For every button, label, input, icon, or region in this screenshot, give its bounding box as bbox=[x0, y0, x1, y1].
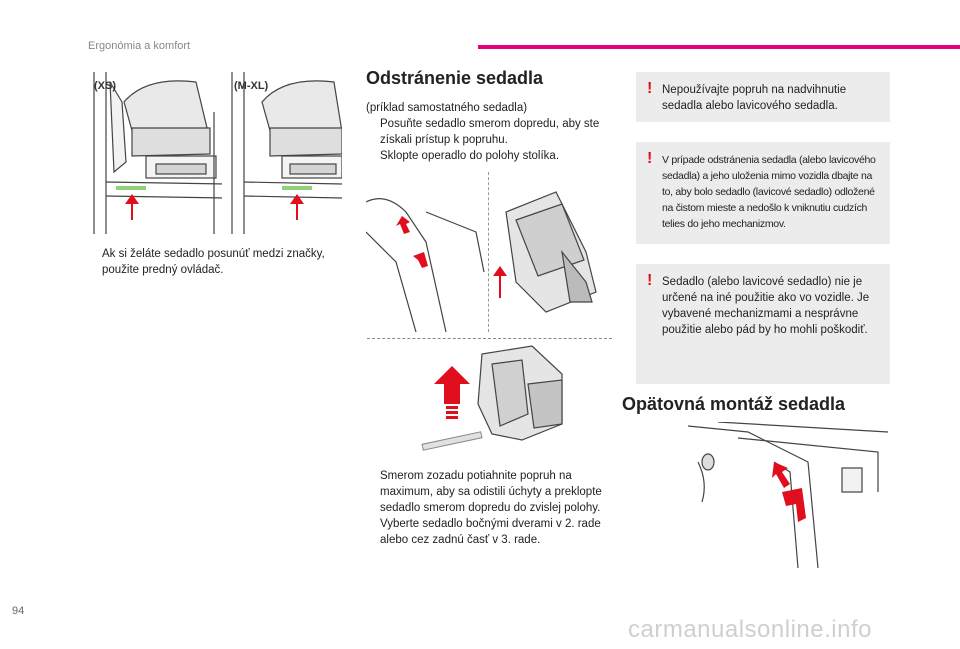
removal-heading: Odstránenie sedadla bbox=[366, 68, 544, 88]
arrow-up-icon bbox=[396, 216, 410, 234]
removal-instructions: (príklad samostatného sedadla) Posuňte s… bbox=[366, 100, 612, 164]
seat-position-illustration bbox=[86, 72, 342, 234]
exclamation-icon: ! bbox=[647, 272, 653, 289]
arrow-up-icon bbox=[290, 194, 304, 220]
label-xs: (XS) bbox=[94, 80, 116, 92]
figure-divider bbox=[488, 172, 489, 332]
warning-box: ! Nepoužívajte popruh na nadvihnutie sed… bbox=[636, 72, 890, 122]
header-accent-bar bbox=[478, 45, 960, 49]
removal-intro: (príklad samostatného sedadla) bbox=[366, 102, 528, 114]
watermark: carmanualsonline.info bbox=[628, 616, 872, 643]
section-title: Ergonómia a komfort bbox=[88, 40, 191, 52]
warning-box: ! V prípade odstránenia sedadla (alebo l… bbox=[636, 142, 890, 244]
seat-fold-illustration bbox=[366, 172, 612, 332]
list-item: Vyberte sedadlo bočnými dverami v 2. rad… bbox=[380, 518, 601, 546]
exclamation-icon: ! bbox=[647, 80, 653, 97]
left-bullets: Ak si želáte sedadlo posunúť medzi značk… bbox=[88, 246, 350, 278]
list-item: Posuňte sedadlo smerom dopredu, aby ste … bbox=[380, 118, 600, 146]
arrow-up-icon bbox=[125, 194, 139, 220]
section-divider bbox=[367, 338, 612, 339]
refit-illustration bbox=[678, 422, 892, 568]
refit-heading: Opätovná montáž sedadla bbox=[622, 394, 846, 414]
arrow-up-icon bbox=[434, 366, 470, 404]
exclamation-icon: ! bbox=[647, 150, 653, 167]
label-mxl: (M-XL) bbox=[234, 80, 269, 92]
page-number: 94 bbox=[12, 605, 25, 617]
arrow-up-icon bbox=[493, 266, 507, 298]
list-item: Ak si želáte sedadlo posunúť medzi značk… bbox=[102, 248, 325, 276]
position-marker-xs bbox=[116, 186, 146, 190]
seat-upright-illustration bbox=[412, 344, 572, 456]
arrow-up-icon bbox=[772, 462, 790, 488]
list-item: Sklopte operadlo do polohy stolíka. bbox=[380, 150, 560, 162]
position-marker-mxl bbox=[282, 186, 312, 190]
removal-steps-2: Smerom zozadu potiahnite popruh na maxim… bbox=[366, 468, 612, 548]
warning-box: ! Sedadlo (alebo lavicové sedadlo) nie j… bbox=[636, 264, 890, 384]
list-item: Smerom zozadu potiahnite popruh na maxim… bbox=[380, 470, 602, 514]
